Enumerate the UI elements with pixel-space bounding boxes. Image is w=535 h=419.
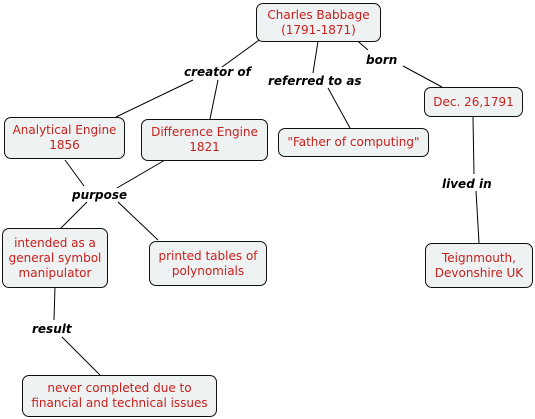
node-analytical-engine[interactable]: Analytical Engine 1856 [4, 117, 125, 159]
edge-creator-analytical [115, 79, 194, 118]
edge-symbol-result [53, 285, 56, 321]
node-charles-babbage[interactable]: Charles Babbage (1791-1871) [256, 3, 381, 42]
edge-creator-difference [209, 79, 219, 120]
edge-livedin-teignmouth [475, 190, 480, 244]
edge-babbage-creator [221, 37, 263, 68]
link-label-lived-in: lived in [442, 177, 492, 191]
link-label-creator-of: creator of [184, 65, 251, 79]
link-label-referred-to-as: referred to as [268, 74, 362, 88]
node-date-of-birth[interactable]: Dec. 26,1791 [424, 87, 523, 117]
link-label-born: born [366, 53, 398, 67]
node-never-completed[interactable]: never completed due to financial and tec… [22, 375, 217, 417]
node-symbol-manipulator[interactable]: intended as a general symbol manipulator [2, 228, 108, 288]
edge-born-dob [402, 65, 443, 88]
edge-purpose-tables [117, 201, 159, 241]
edge-difference-purpose [116, 159, 166, 189]
node-polynomial-tables[interactable]: printed tables of polynomials [149, 241, 267, 286]
edge-purpose-symbol [59, 201, 88, 230]
node-difference-engine[interactable]: Difference Engine 1821 [141, 119, 268, 161]
node-teignmouth[interactable]: Teignmouth, Devonshire UK [425, 243, 533, 288]
edge-result-never [61, 336, 101, 376]
node-father-of-computing[interactable]: "Father of computing" [278, 128, 429, 157]
link-label-result: result [32, 322, 72, 336]
edge-analytical-purpose [64, 159, 85, 187]
edge-dob-livedin [472, 116, 475, 175]
edge-referred-father [327, 87, 351, 129]
link-label-purpose: purpose [72, 188, 128, 202]
edge-babbage-referred [312, 40, 319, 74]
